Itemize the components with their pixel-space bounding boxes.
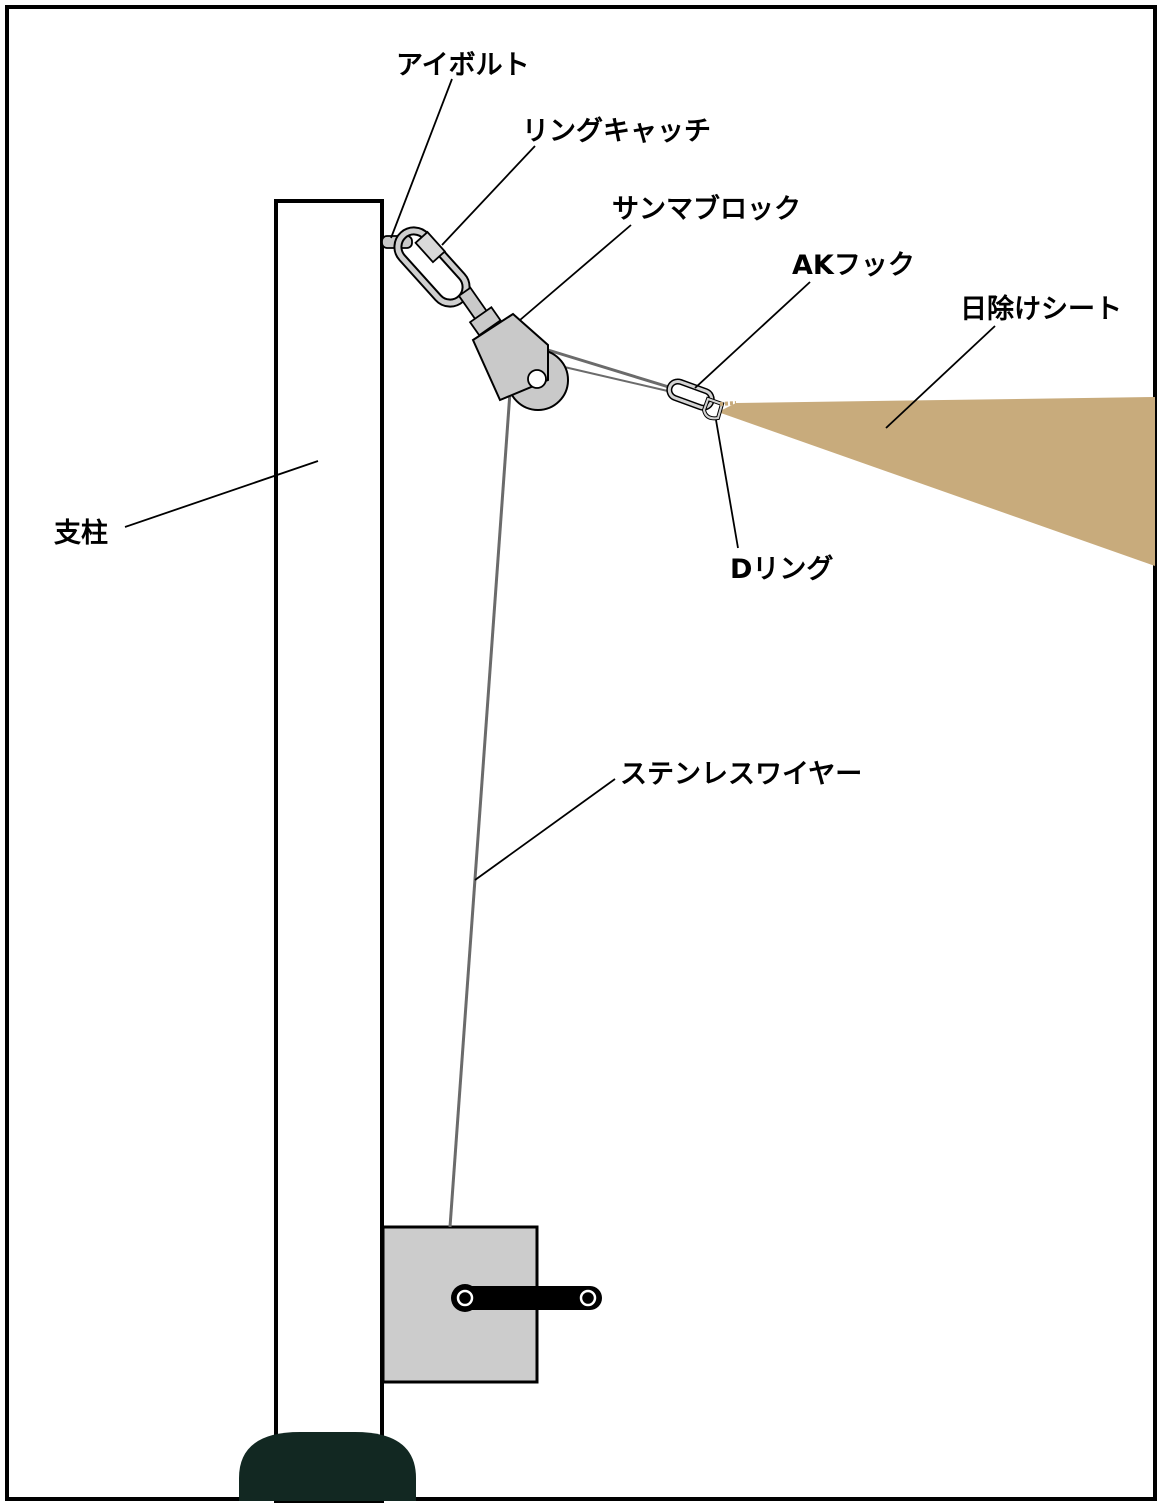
leader-shade-sheet [885,325,996,429]
label-stainless-wire: ステンレスワイヤー [620,759,862,790]
leader-pulley-block [519,224,632,321]
leader-wire [474,778,616,881]
pillar-base [239,1432,416,1501]
label-eye-bolt: アイボルト [396,50,530,81]
pillar [274,199,384,1503]
d-ring [701,396,737,421]
leader-eye-bolt [390,78,453,239]
pulley-block [471,312,569,411]
swivel [457,286,502,337]
stainless-wire-down [448,391,512,1228]
label-ak-hook: AKフック [792,250,915,281]
label-shade-sheet: 日除けシート [960,293,1122,325]
label-d-ring: Dリング [730,553,833,585]
winch-handle[interactable] [451,1284,602,1312]
stainless-wire-lower-strand [559,365,673,393]
label-pulley-block: サンマブロック [612,193,801,225]
shade-sheet [718,397,1155,566]
leader-d-ring [715,419,739,549]
label-ring-catch: リングキャッチ [522,115,711,147]
stainless-wire-to-hook [547,348,673,390]
leader-ak-hook [694,281,811,389]
frame-border [5,5,1157,1501]
leader-pillar [124,460,319,528]
leader-ring-catch [441,145,536,246]
label-pillar: 支柱 [54,518,108,549]
